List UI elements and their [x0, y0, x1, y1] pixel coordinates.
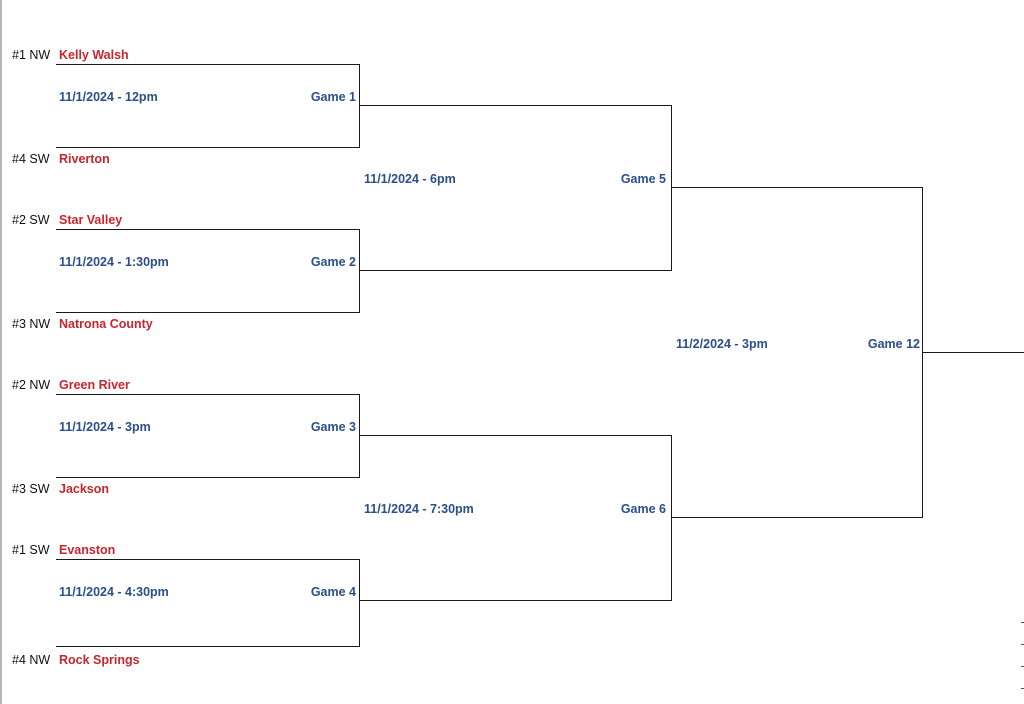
bracket-line — [923, 352, 1024, 353]
bracket-line — [672, 187, 923, 188]
bracket-line — [56, 147, 360, 148]
edge-tick — [1021, 688, 1024, 689]
game-datetime: 11/1/2024 - 1:30pm — [59, 255, 169, 269]
bracket-line — [56, 559, 360, 560]
game-datetime: 11/1/2024 - 3pm — [59, 420, 151, 434]
game-datetime: 11/1/2024 - 12pm — [59, 90, 158, 104]
team-name: Green River — [59, 378, 130, 392]
bracket-line — [671, 105, 672, 271]
team-name: Kelly Walsh — [59, 48, 129, 62]
seed-label: #4 SW — [12, 152, 50, 166]
team-name: Evanston — [59, 543, 116, 557]
seed-label: #1 NW — [12, 48, 51, 62]
game-label: Game 2 — [310, 255, 356, 269]
seed-label: #1 SW — [12, 543, 50, 557]
bracket-line — [360, 600, 672, 601]
seed-label: #4 NW — [12, 653, 51, 667]
edge-tick — [1021, 644, 1024, 645]
bracket-line — [359, 559, 360, 647]
bracket-line — [56, 477, 360, 478]
bracket-line — [671, 435, 672, 601]
bracket-line — [359, 394, 360, 478]
team-name: Star Valley — [59, 213, 123, 227]
seed-label: #2 NW — [12, 378, 51, 392]
game-datetime: 11/1/2024 - 6pm — [364, 172, 456, 186]
game-datetime: 11/2/2024 - 3pm — [676, 337, 768, 351]
bracket-line — [56, 646, 360, 647]
game-label: Game 6 — [620, 502, 666, 516]
bracket-line — [56, 229, 360, 230]
bracket-line — [56, 64, 360, 65]
seed-label: #3 SW — [12, 482, 50, 496]
seed-label: #3 NW — [12, 317, 51, 331]
team-name: Natrona County — [59, 317, 153, 331]
game-label: Game 3 — [310, 420, 356, 434]
game-label: Game 5 — [620, 172, 666, 186]
bracket-line — [922, 187, 923, 518]
bracket-line — [359, 229, 360, 313]
bracket-line — [56, 394, 360, 395]
seed-label: #2 SW — [12, 213, 50, 227]
bracket-line — [360, 105, 672, 106]
team-name: Jackson — [59, 482, 110, 496]
page-left-border — [0, 0, 2, 704]
game-label: Game 4 — [310, 585, 356, 599]
bracket-line — [359, 64, 360, 148]
game-datetime: 11/1/2024 - 4:30pm — [59, 585, 169, 599]
bracket-line — [360, 270, 672, 271]
team-name: Riverton — [59, 152, 110, 166]
bracket-line — [360, 435, 672, 436]
game-datetime: 11/1/2024 - 7:30pm — [364, 502, 474, 516]
game-label: Game 12 — [867, 337, 920, 351]
bracket-line — [56, 312, 360, 313]
team-name: Rock Springs — [59, 653, 140, 667]
game-label: Game 1 — [310, 90, 356, 104]
edge-tick — [1021, 622, 1024, 623]
edge-tick — [1021, 666, 1024, 667]
bracket-line — [672, 517, 923, 518]
